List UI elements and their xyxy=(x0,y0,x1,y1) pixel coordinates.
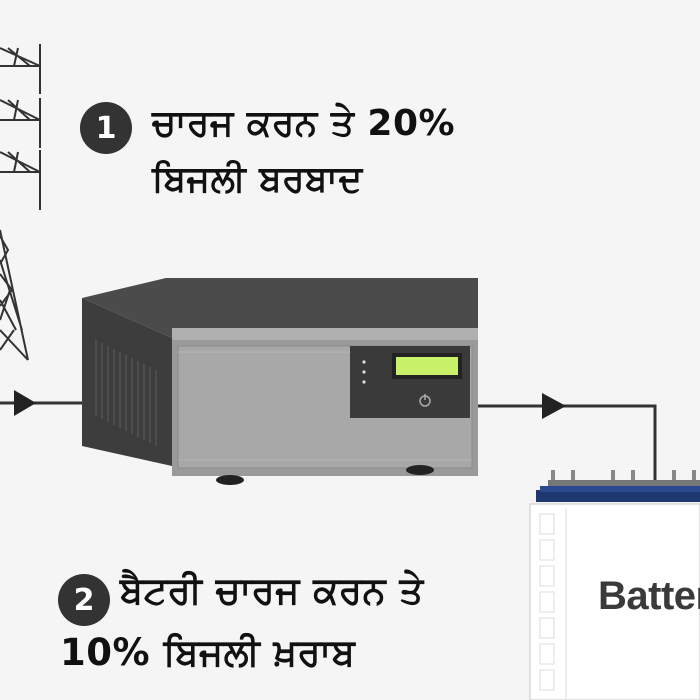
step-1-line-2: ਬਿਜਲੀ ਬਰਬਾਦ xyxy=(152,159,363,200)
step-2-line-1: ਬੈਟਰੀ ਚਾਰਜ ਕਰਨ ਤੇ xyxy=(120,569,424,612)
step-1-text: ਚਾਰਜ ਕਰਨ ਤੇ 20% ਬਿਜਲੀ ਬਰਬਾਦ xyxy=(152,96,455,208)
step-2-text: ਬੈਟਰੀ ਚਾਰਜ ਕਰਨ ਤੇ 10% ਬਿਜਲੀ ਖ਼ਰਾਬ xyxy=(60,560,424,684)
battery xyxy=(529,470,700,700)
battery-feed-wire xyxy=(478,393,657,494)
step-1-callout: 1 ਚਾਰਜ ਕਰਨ ਤੇ 20% ਬਿਜਲੀ ਬਰਬਾਦ xyxy=(80,96,455,208)
indicator-led xyxy=(362,370,366,374)
step-2-line-2: 10% ਬਿਜਲੀ ਖ਼ਰਾਬ xyxy=(60,631,356,674)
flow-arrow-icon xyxy=(542,393,566,419)
step-1-line-1: ਚਾਰਜ ਕਰਨ ਤੇ 20% xyxy=(152,103,456,144)
step-2-callout: 2 ਬੈਟਰੀ ਚਾਰਜ ਕਰਨ ਤੇ 10% ਬਿਜਲੀ ਖ਼ਰਾਬ xyxy=(58,560,424,684)
transmission-tower-icon xyxy=(0,44,41,361)
indicator-led xyxy=(362,380,366,384)
step-number-badge: 2 xyxy=(58,574,110,626)
flow-arrow-icon xyxy=(14,390,36,416)
step-number-badge: 1 xyxy=(80,102,132,154)
indicator-led xyxy=(362,360,366,364)
battery-label: Batter xyxy=(598,574,700,618)
grid-input-wire xyxy=(0,390,82,416)
inverter-unit xyxy=(82,278,478,485)
